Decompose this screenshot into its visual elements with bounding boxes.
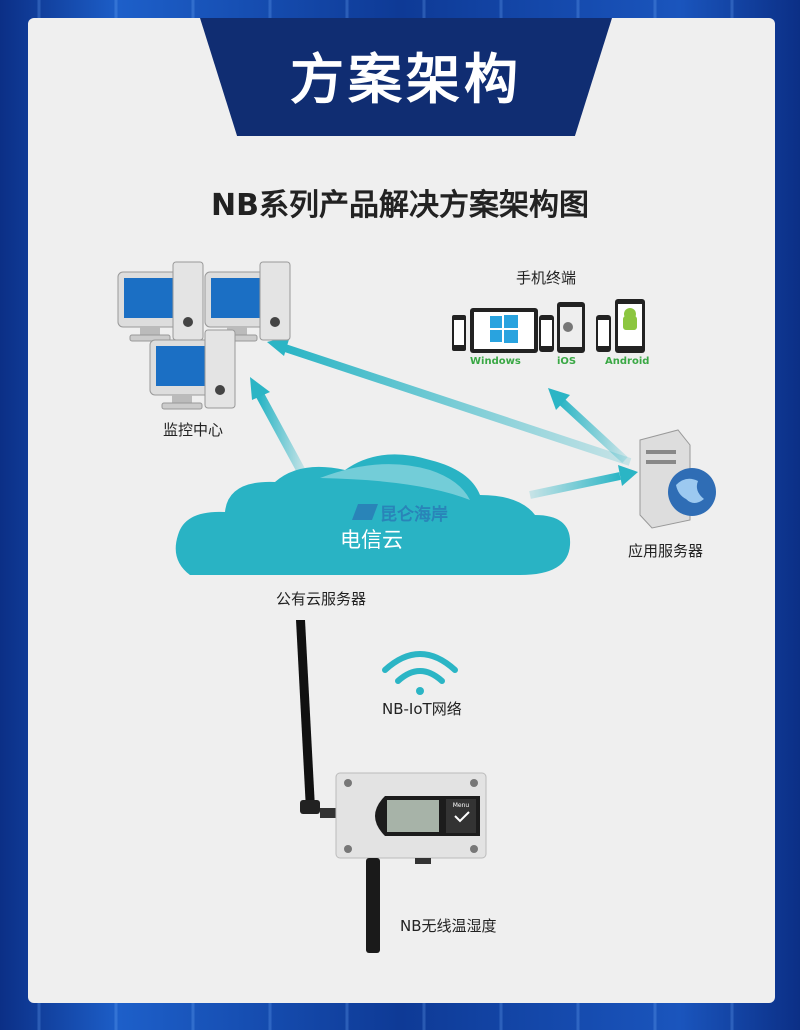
mobile-devices-icon — [452, 299, 645, 353]
wifi-icon — [382, 651, 458, 695]
os-label-windows: Windows — [470, 356, 521, 367]
mobile-terminal-label: 手机终端 — [516, 269, 577, 287]
arrow-cloud-to-monitor — [250, 377, 309, 481]
monitor-center-label: 监控中心 — [163, 421, 224, 439]
telecom-cloud-label: 电信云 — [340, 528, 403, 552]
public-cloud-server-label: 公有云服务器 — [276, 590, 367, 608]
diagram-title: NB系列产品解决方案架构图 — [211, 188, 589, 223]
arrow-server-to-mobile — [548, 388, 628, 463]
page-title: 方案架构 — [290, 47, 522, 111]
device-label: NB无线温湿度 — [400, 917, 497, 935]
application-server-icon — [639, 429, 716, 529]
nb-iot-network-label: NB-IoT网络 — [382, 700, 462, 718]
arrow-server-to-monitor — [267, 336, 632, 466]
monitor-center-computers-icon — [117, 261, 291, 410]
header-tab: 方案架构 — [200, 18, 612, 136]
menu-label: Menu — [453, 802, 470, 809]
company-watermark: 昆仑海岸 — [352, 504, 448, 525]
svg-text:昆仑海岸: 昆仑海岸 — [380, 504, 448, 525]
os-label-ios: iOS — [557, 356, 577, 367]
arrow-cloud-to-server — [529, 465, 638, 499]
application-server-label: 应用服务器 — [628, 542, 704, 560]
os-label-android: Android — [605, 356, 650, 367]
temperature-humidity-sensor-device: Menu — [296, 620, 487, 953]
